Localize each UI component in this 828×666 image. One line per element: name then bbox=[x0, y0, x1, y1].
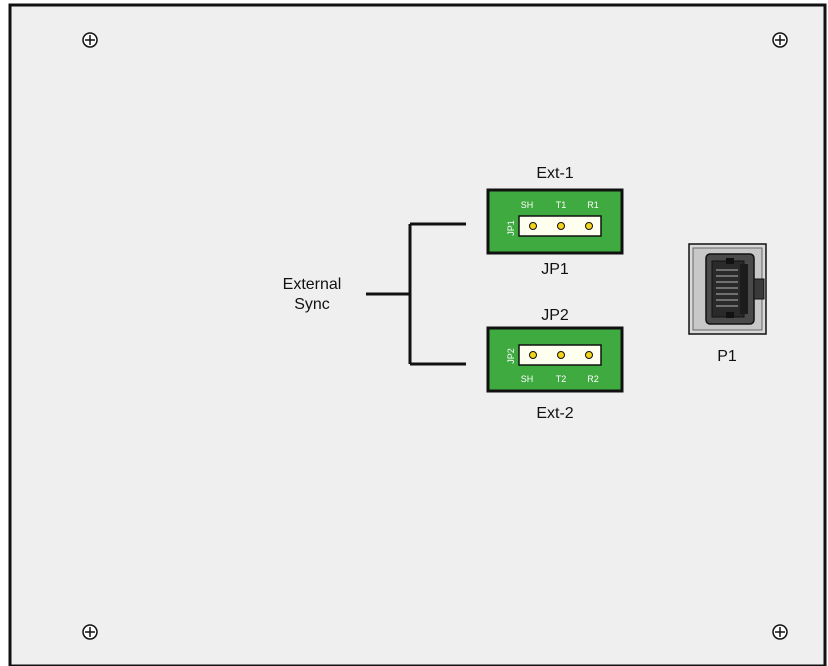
jumper1-pin-label-1: SH bbox=[521, 200, 534, 210]
jumper1-pin-2[interactable] bbox=[557, 222, 565, 230]
jumper1-pin-3[interactable] bbox=[585, 222, 593, 230]
faceplate-panel bbox=[8, 3, 827, 666]
jumper2-pin-label-1: SH bbox=[521, 374, 534, 384]
jumper1-side-label: JP1 bbox=[506, 220, 516, 236]
jumper2-pin-3[interactable] bbox=[585, 351, 593, 359]
connector-label: P1 bbox=[717, 348, 737, 365]
external-sync-label-line2: Sync bbox=[294, 296, 330, 313]
jumper1-pin-label-2: T1 bbox=[556, 200, 567, 210]
jumper1-pin-label-3: R1 bbox=[587, 200, 599, 210]
jumper2-pin-label-2: T2 bbox=[556, 374, 567, 384]
screw-bottom-left-icon bbox=[82, 624, 98, 640]
jumper2-pin-2[interactable] bbox=[557, 351, 565, 359]
jumper2-side-label: JP2 bbox=[506, 348, 516, 364]
jumper2-title: JP2 bbox=[541, 307, 569, 324]
jumper-jp1: SH T1 R1 JP1 bbox=[486, 188, 624, 255]
screw-bottom-right-icon bbox=[772, 624, 788, 640]
external-sync-label-line1: External bbox=[283, 276, 342, 293]
jumper2-caption: Ext-2 bbox=[536, 405, 573, 422]
jumper-jp2: JP2 SH T2 R2 bbox=[486, 326, 624, 393]
jumper2-pin-1[interactable] bbox=[529, 351, 537, 359]
jumper2-pin-label-3: R2 bbox=[587, 374, 599, 384]
screw-top-left-icon bbox=[82, 32, 98, 48]
jumper1-pin-1[interactable] bbox=[529, 222, 537, 230]
sync-bracket-lines bbox=[366, 222, 466, 366]
jumper1-title: Ext-1 bbox=[536, 165, 573, 182]
rj45-jack-icon[interactable] bbox=[688, 243, 767, 335]
screw-top-right-icon bbox=[772, 32, 788, 48]
jumper1-caption: JP1 bbox=[541, 261, 569, 278]
